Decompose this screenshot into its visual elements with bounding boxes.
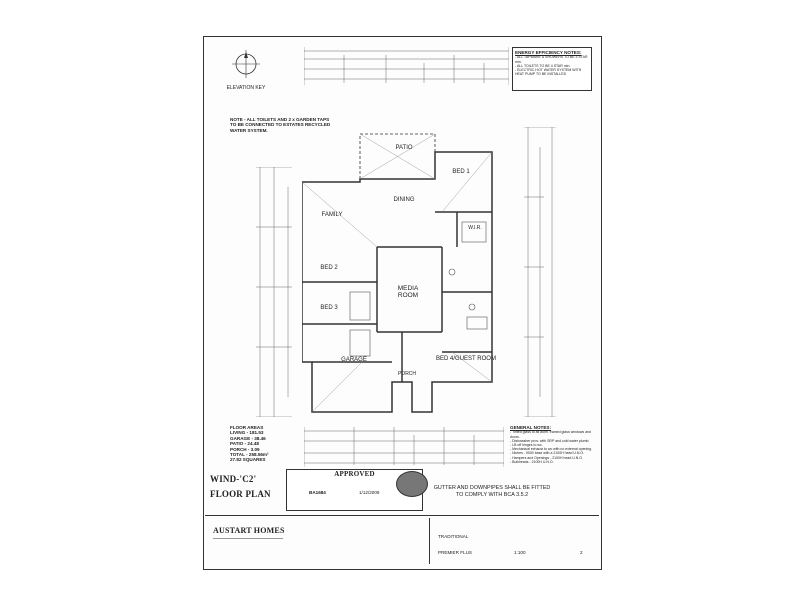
floor-plan-drawing: [302, 133, 493, 413]
room-bed-2: BED 2: [320, 265, 338, 271]
floor-area-line: GARAGE - 38.46: [230, 435, 266, 441]
room-bed-4: BED 4/GUEST ROOM: [436, 356, 496, 362]
general-note: - Mechanical exhaust to wc with no exter…: [510, 447, 593, 452]
room-porch: PORCH: [397, 371, 417, 377]
floor-plan-title: FLOOR PLAN: [210, 489, 271, 499]
permit-number: BA1684: [309, 490, 326, 495]
energy-note: - ALL TAPWARE & SHOWERS TO BE 3 STAR min…: [515, 55, 588, 64]
bottom-dimension-lines: [304, 427, 504, 467]
floor-areas-list: LIVING - 181.53 GARAGE - 38.46 PATIO - 2…: [230, 430, 300, 462]
title-block-strip: AUSTART HOMES PREMIER FLUS TRADITIONAL 1…: [205, 515, 599, 568]
floor-area-line: TOTAL - 258.56m²: [230, 452, 269, 458]
general-notes-list: - Tinted glass to all alum. framed glass…: [510, 430, 594, 464]
general-notes: GENERAL NOTES: - Tinted glass to all alu…: [510, 425, 594, 464]
council-logo: [396, 471, 428, 497]
elevation-key: ELEVATION KEY: [222, 47, 270, 91]
floor-area-line: 27.82 SQUARES: [230, 457, 266, 463]
general-note: - Tinted glass to all alum. framed glass…: [510, 430, 591, 439]
floor-areas-title: FLOOR AREAS: [230, 425, 264, 430]
room-bed-3: BED 3: [320, 305, 338, 311]
style-name: TRADITIONAL: [438, 534, 469, 539]
energy-note: - ALL TOILETS TO BE 4 STAR min.: [515, 63, 571, 68]
right-dimension-lines: [524, 127, 556, 417]
toilet-note: NOTE - ALL TOILETS AND 2 x GARDEN TAPS T…: [230, 117, 331, 133]
top-dimension-lines: [304, 47, 509, 85]
left-dimension-lines: [256, 167, 292, 417]
approval-date: 1/12/2009: [359, 490, 380, 495]
scale: 1:100: [514, 550, 526, 555]
general-note: - LB off hinges to wc.: [510, 443, 543, 448]
elevation-key-label: ELEVATION KEY: [226, 85, 266, 91]
energy-note: - ELECTRIC HOT WATER SYSTEM WITH HEAT PU…: [515, 68, 582, 77]
energy-notes-box: ENERGY EFFICIENCY NOTES: - ALL TAPWARE &…: [512, 47, 592, 91]
general-notes-title: GENERAL NOTES:: [510, 425, 552, 430]
room-dining: DINING: [393, 197, 415, 203]
company-details: [213, 538, 283, 559]
compass-rose-icon: [232, 50, 260, 78]
floor-areas: FLOOR AREAS LIVING - 181.53 GARAGE - 38.…: [230, 425, 300, 463]
floor-area-line: LIVING - 181.53: [230, 430, 264, 436]
room-wir: W.I.R.: [468, 225, 482, 231]
floor-area-line: PATIO - 24.48: [230, 441, 259, 447]
floor-plan-sheet: ELEVATION KEY ENERGY EFFICIENCY NOTES: -…: [203, 36, 602, 570]
general-note: - Dishwasher prov. with SRP and cold wat…: [510, 438, 590, 443]
wind-rating: WIND-'C2': [210, 474, 257, 484]
gutter-note: GUTTER AND DOWNPIPES SHALL BE FITTED TO …: [433, 485, 551, 498]
approved-label: APPROVED: [334, 470, 375, 478]
energy-notes-list: - ALL TAPWARE & SHOWERS TO BE 3 STAR min…: [515, 55, 589, 76]
company-logo: AUSTART HOMES: [213, 526, 285, 535]
room-family: FAMILY: [321, 212, 343, 218]
energy-notes-title: ENERGY EFFICIENCY NOTES:: [515, 50, 582, 55]
room-garage: GARAGE: [341, 357, 367, 363]
room-media: MEDIA ROOM: [397, 285, 419, 299]
room-patio: PATIO: [395, 145, 413, 151]
general-note: - Hampers and Openings - 2100H head U.N.…: [510, 455, 583, 460]
room-bed-1: BED 1: [452, 169, 470, 175]
sheet-number: 2: [580, 550, 583, 555]
title-grid: PREMIER FLUS TRADITIONAL 1:100 2: [429, 518, 598, 564]
floor-area-line: PORCH - 3.09: [230, 446, 260, 452]
general-note: - Niches - 9000 base with a 2100H head U…: [510, 451, 585, 456]
design-name: PREMIER FLUS: [438, 550, 472, 555]
general-note: - Bulkheads - 2100H U.N.O.: [510, 459, 554, 464]
